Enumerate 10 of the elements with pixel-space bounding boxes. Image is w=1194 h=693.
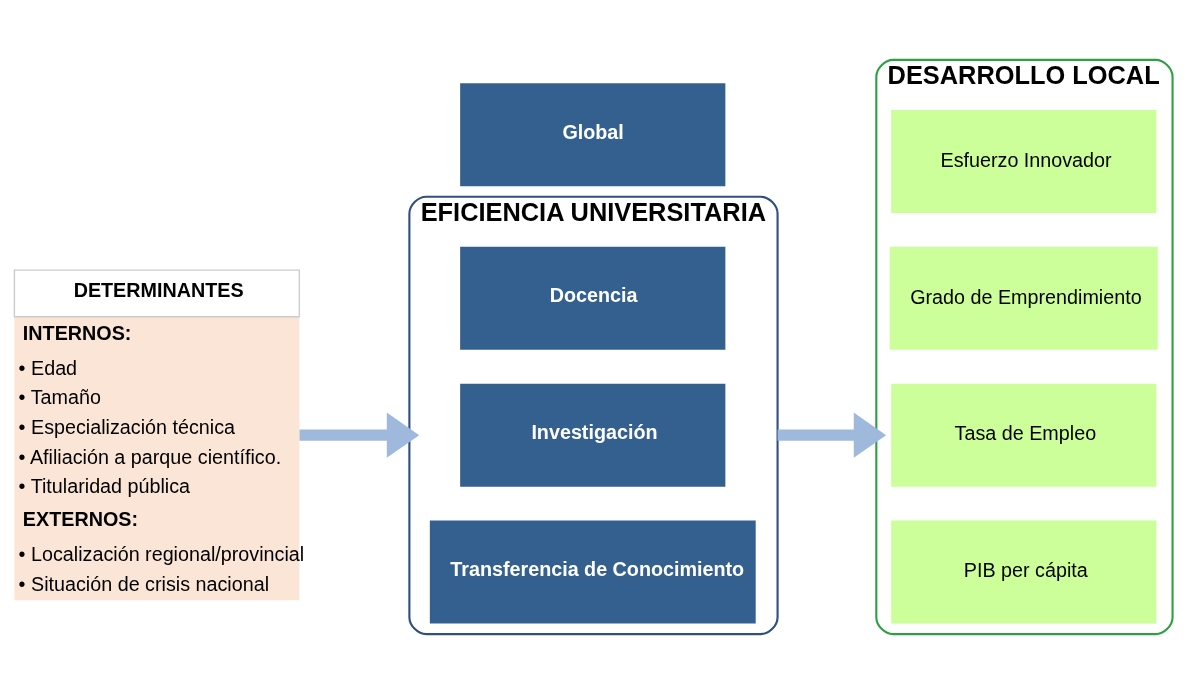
node-box: PIB per cápita <box>891 520 1157 623</box>
node-box: Investigación <box>460 383 726 487</box>
node-box: Esfuerzo Innovador <box>891 109 1157 213</box>
node-box: Transferencia de Conocimiento <box>429 520 756 623</box>
arrow <box>777 411 887 458</box>
node-box: Docencia <box>460 246 726 350</box>
arrow <box>299 411 420 458</box>
node-box: Tasa de Empleo <box>891 383 1157 487</box>
node-box: Global <box>460 82 726 186</box>
node-box: Grado de Emprendimiento <box>889 246 1158 350</box>
